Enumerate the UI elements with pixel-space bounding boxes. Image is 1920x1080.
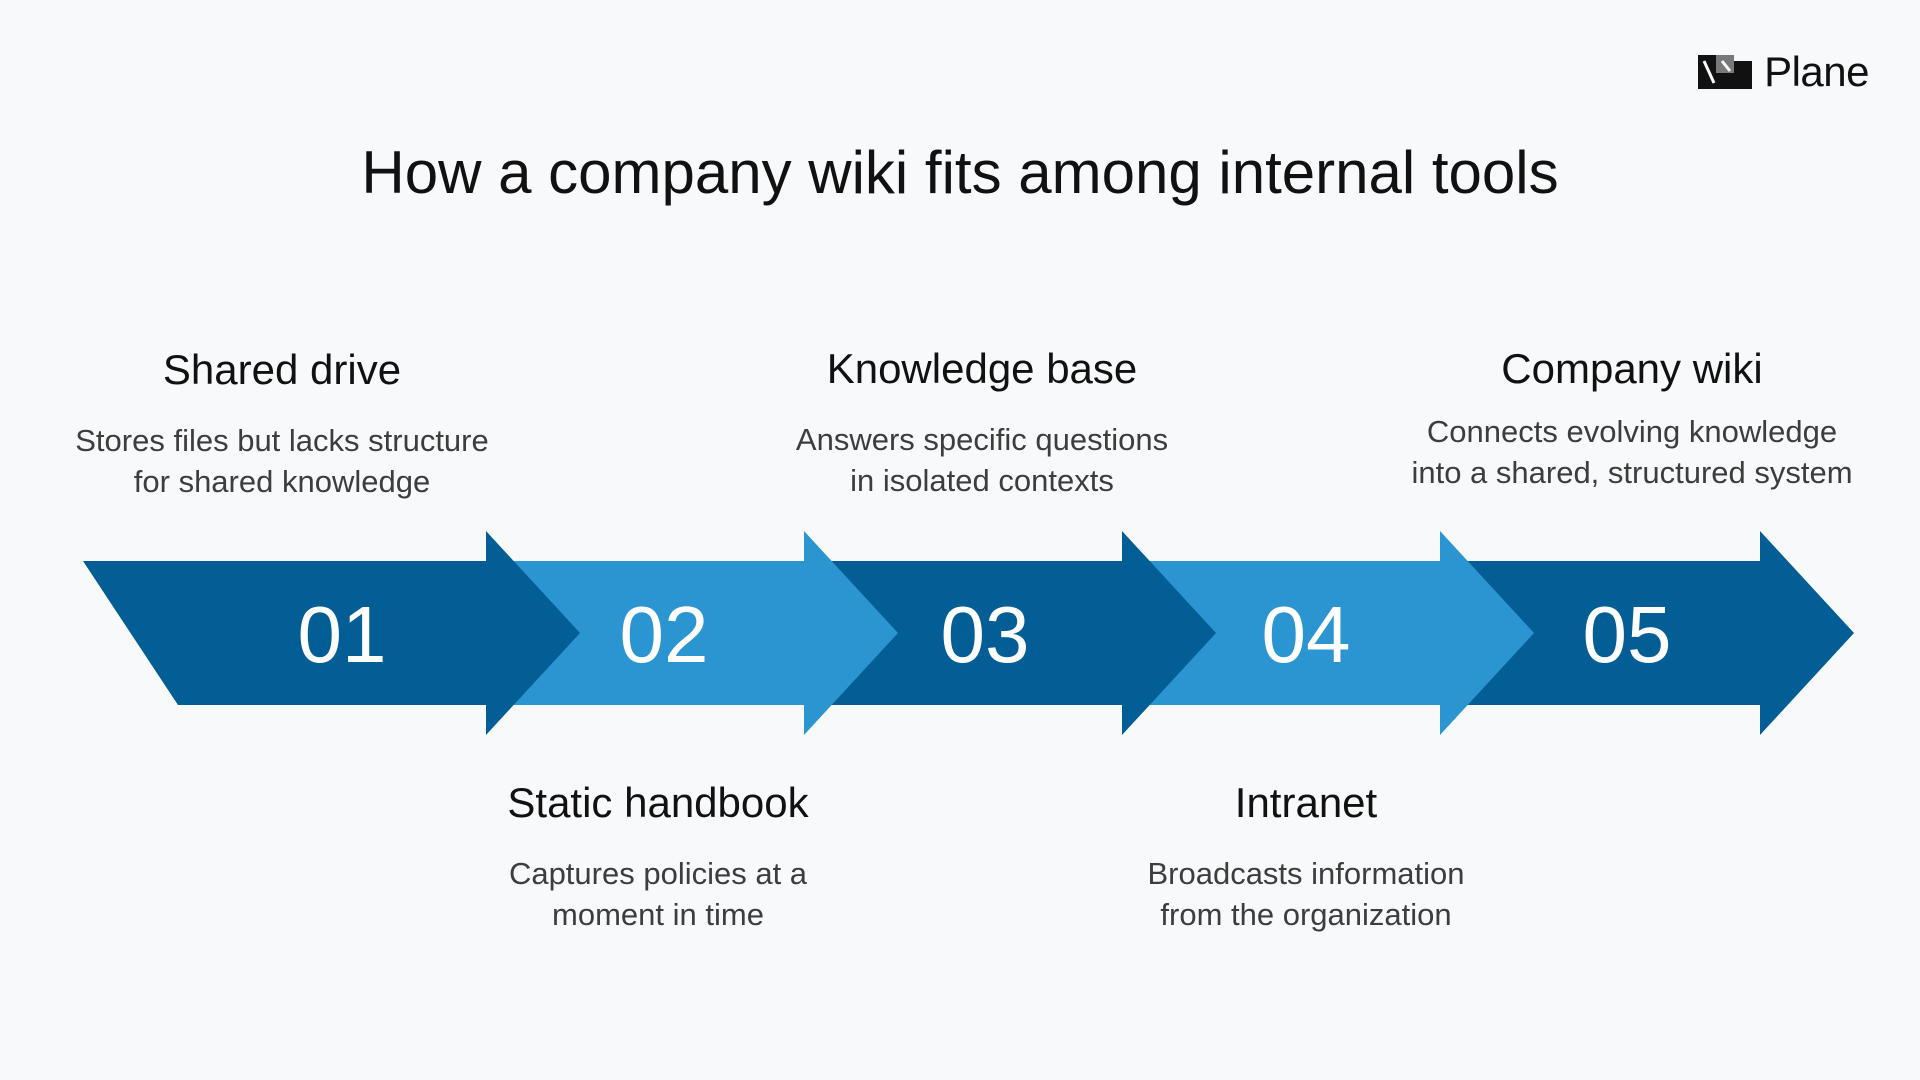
arrow-segment-04 <box>1100 531 1534 735</box>
step-title: Shared drive <box>162 346 402 393</box>
step-title: Intranet <box>1234 779 1378 826</box>
arrow-segment-03 <box>780 531 1216 735</box>
step-description: Captures policies at a moment in time <box>508 856 808 932</box>
step-number-05: 05 <box>1583 590 1672 679</box>
plane-logo-icon <box>1698 55 1753 89</box>
step-knowledge-base: Knowledge base Answers specific question… <box>702 345 1262 501</box>
step-description: Connects evolving knowledge into a share… <box>1411 414 1853 490</box>
step-title: Company wiki <box>1501 345 1763 392</box>
step-description: Stores files but lacks structure for sha… <box>75 423 489 499</box>
step-number-04: 04 <box>1262 590 1351 679</box>
arrow-segment-02 <box>460 531 898 735</box>
step-number-01: 01 <box>298 590 387 679</box>
step-description: Answers specific questions in isolated c… <box>795 422 1169 498</box>
brand-name: Plane <box>1764 48 1869 95</box>
step-number-02: 02 <box>620 590 709 679</box>
page-title: How a company wiki fits among internal t… <box>361 139 1559 206</box>
step-static-handbook: Static handbook Captures policies at a m… <box>378 779 938 935</box>
arrow-segment-01 <box>83 531 580 735</box>
step-title: Static handbook <box>507 779 809 826</box>
step-company-wiki: Company wiki Connects evolving knowledge… <box>1352 345 1912 493</box>
step-number-03: 03 <box>941 590 1030 679</box>
step-shared-drive: Shared drive Stores files but lacks stru… <box>2 346 562 502</box>
brand-logo: Plane <box>1696 48 1869 96</box>
arrow-segment-05 <box>1420 531 1854 735</box>
step-title: Knowledge base <box>826 345 1138 392</box>
step-intranet: Intranet Broadcasts information from the… <box>1026 779 1586 935</box>
step-description: Broadcasts information from the organiza… <box>1147 856 1465 932</box>
